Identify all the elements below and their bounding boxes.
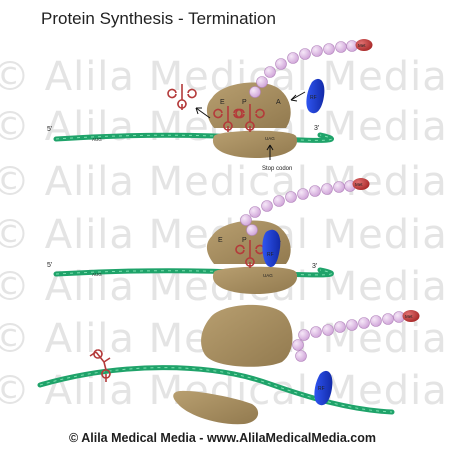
three-prime-label: 3' xyxy=(312,263,317,270)
panel-2: 5' 3' E P A RF AUG UAG Me xyxy=(47,178,370,294)
codon-aug-label: AUG xyxy=(92,137,102,142)
mrna-strand xyxy=(37,365,395,415)
trna-free xyxy=(167,84,197,110)
trna-exit-arrow xyxy=(195,107,211,119)
release-factor-label: RF xyxy=(310,95,317,101)
release-factor-label: RF xyxy=(318,386,325,392)
trna-p-site xyxy=(235,104,265,132)
release-factor xyxy=(262,229,281,268)
watermark-row: © Alila Medical Media © Alila xyxy=(0,159,450,205)
page-title: Protein Synthesis - Termination xyxy=(41,9,276,28)
five-prime-label: 5' xyxy=(47,262,52,269)
large-subunit xyxy=(201,304,293,367)
codon-uag-label: UAG xyxy=(263,273,273,278)
stop-codon-label: Stop codon xyxy=(262,166,292,172)
met-label: Met xyxy=(405,314,413,319)
small-subunit xyxy=(173,390,259,425)
panel-1: 5' 3' E P A AUG UAG xyxy=(47,39,373,172)
trna-e-site xyxy=(213,106,243,132)
three-prime-label: 3' xyxy=(314,125,319,132)
site-p-label: P xyxy=(242,237,247,244)
polypeptide-chain xyxy=(292,311,405,362)
site-a-label: A xyxy=(276,99,281,106)
arrow-to-a-site xyxy=(290,91,306,101)
site-p-label: P xyxy=(242,99,247,106)
codon-aug-label: AUG xyxy=(92,272,102,277)
site-e-label: E xyxy=(220,99,225,106)
trna-released xyxy=(89,349,111,382)
polypeptide-chain xyxy=(249,40,358,98)
release-factor xyxy=(314,370,333,406)
met-bead xyxy=(355,39,373,51)
site-e-label: E xyxy=(218,237,223,244)
met-bead xyxy=(352,178,370,190)
met-label: Met xyxy=(358,43,366,48)
footer-credit: © Alila Medical Media - www.AlilaMedical… xyxy=(69,431,376,445)
met-label: Met xyxy=(355,182,363,187)
codon-uag-label: UAG xyxy=(265,136,275,141)
met-bead xyxy=(402,310,420,322)
panel-3: Met RF xyxy=(37,304,420,425)
five-prime-label: 5' xyxy=(47,126,52,133)
release-factor xyxy=(306,78,325,114)
release-factor-label: RF xyxy=(267,252,274,258)
